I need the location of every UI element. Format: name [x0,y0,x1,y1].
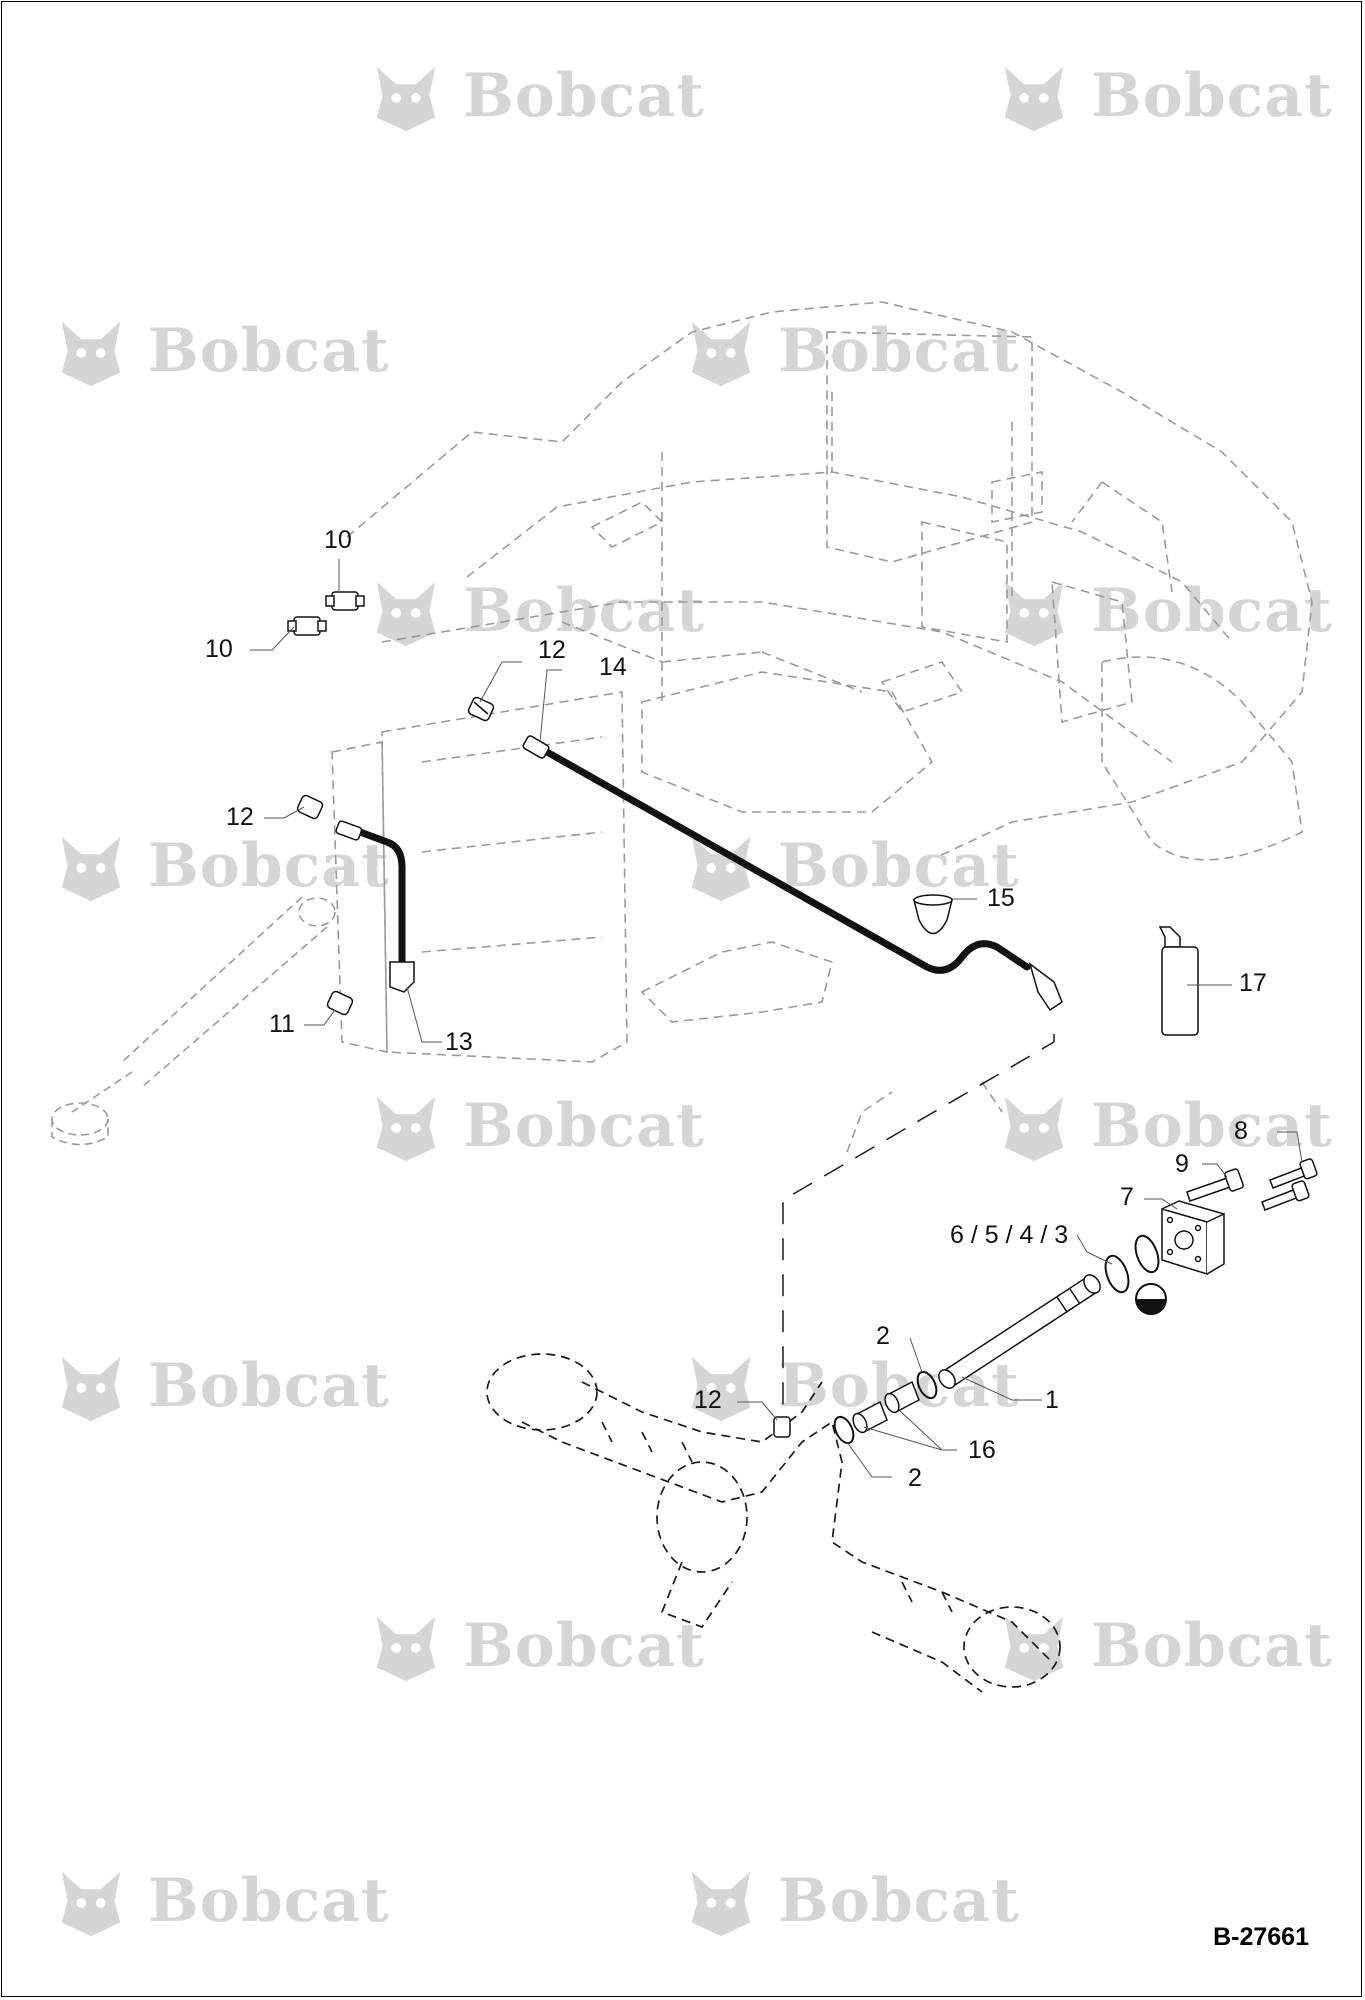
callout-12-top: 12 [538,636,566,664]
callout-16: 16 [968,1436,996,1464]
drive-shaft-1 [938,1274,1101,1389]
o-ring-2-lower [833,1415,855,1445]
callout-6-5-4-3: 6 / 5 / 4 / 3 [950,1221,1069,1249]
bolt-8-lower [1261,1180,1310,1211]
fitting-11 [326,990,354,1016]
callout-9: 9 [1175,1150,1189,1178]
callout-12-left: 12 [226,803,254,831]
hose-14 [522,735,1063,1012]
sealant-bottle-icon [1158,926,1199,1036]
callout-15: 15 [987,884,1015,912]
callout-13: 13 [445,1028,473,1056]
callout-12-axle: 12 [694,1386,722,1414]
callout-2-lower: 2 [908,1464,922,1492]
callout-2-upper: 2 [876,1322,890,1350]
lift-cylinder-ghost [51,896,336,1146]
assembly-path-leader [782,1034,1055,1432]
flange-7 [1161,1200,1225,1276]
fitting-12-left [296,794,324,820]
callout-17: 17 [1239,969,1267,997]
half-filled-circle-icon [1135,1283,1167,1315]
bolt-8-upper [1269,1158,1318,1189]
machine-frame-ghost [331,301,1313,1153]
axle-housing-ghost [486,1353,1061,1693]
callout-leaders [250,559,1303,1478]
fitting-12-axle [773,1416,791,1438]
bump-stop-15 [913,894,953,935]
valve-10-lower [287,616,327,636]
hose-13 [335,820,415,993]
fitting-12-top [467,696,495,722]
callout-10-lower: 10 [205,635,233,663]
callout-1: 1 [1045,1386,1059,1414]
valve-10-upper [325,591,365,611]
callout-11: 11 [269,1010,295,1038]
bolt-9 [1186,1168,1244,1202]
callout-10-upper: 10 [324,526,352,554]
drawing-number: B-27661 [1213,1923,1309,1951]
seal-ring-set-3-6 [1104,1234,1160,1294]
o-ring-2-upper [916,1370,938,1400]
callout-14: 14 [599,653,627,681]
callout-7: 7 [1120,1183,1134,1211]
sleeve-16 [852,1380,920,1434]
callout-8: 8 [1234,1117,1248,1145]
